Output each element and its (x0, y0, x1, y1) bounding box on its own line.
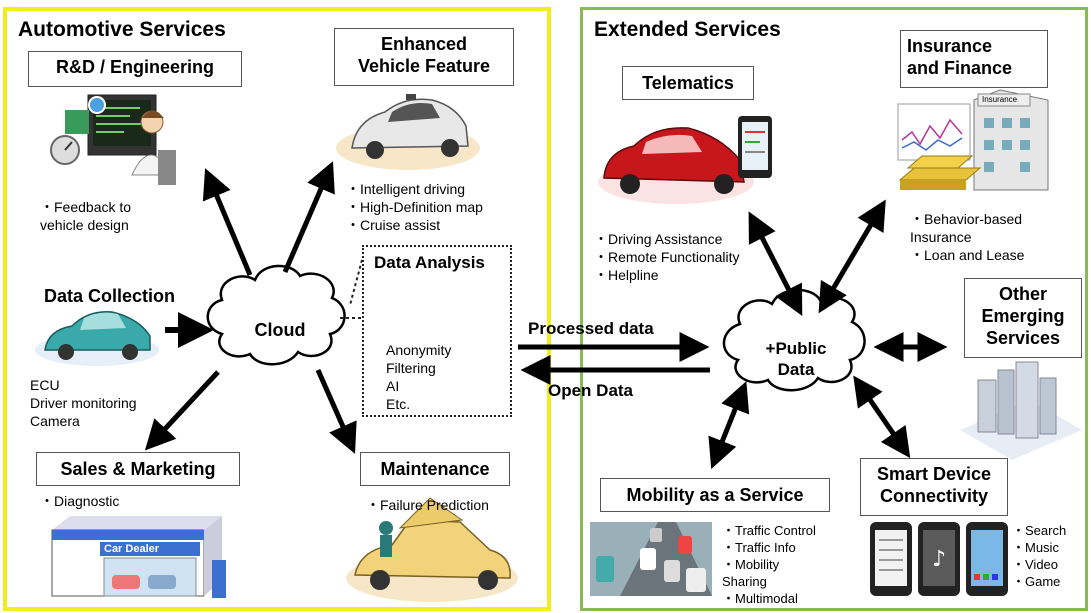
insurance-finance-box: Insurance and Finance (900, 30, 1048, 88)
mobility-bullets: ・Traffic Control ・Traffic Info ・Mobility… (722, 522, 816, 607)
extended-services-title: Extended Services (594, 18, 781, 41)
rd-bullets: ・Feedback to vehicle design (40, 198, 131, 234)
mobility-bullet-3: ・Mobility (722, 557, 780, 572)
smart-bullet-2: ・Music (1012, 540, 1059, 555)
svg-text:♪: ♪ (932, 547, 946, 572)
analysis-connector (340, 259, 363, 319)
data-analysis-title: Data Analysis (374, 253, 485, 272)
mobility-bullet-2: ・Traffic Info (722, 540, 796, 555)
insurance-bullet-1: ・Behavior-based (910, 211, 1023, 227)
car-dealer-illustration (51, 516, 226, 598)
smart-bullet-4: ・Game (1012, 574, 1061, 589)
smart-phones-illustration: ♪ (870, 522, 1008, 596)
autonomous-car-illustration (336, 94, 480, 170)
telematics-box: Telematics (622, 66, 754, 100)
processed-data-label: Processed data (528, 319, 654, 338)
cloud-shape (206, 264, 346, 366)
insurance-illustration (897, 89, 1049, 191)
rd-bullet-1: ・Feedback to (40, 199, 132, 215)
automotive-services-title: Automotive Services (18, 18, 226, 41)
collection-item-camera: Camera (30, 413, 80, 429)
public-data-cloud-label: +Public Data (765, 339, 827, 379)
data-analysis-box: Data Analysis Anonymity Filtering AI Etc… (362, 245, 512, 417)
sales-marketing-box: Sales & Marketing (36, 452, 240, 486)
cloud-label: Cloud (254, 320, 306, 340)
maintenance-box: Maintenance (360, 452, 510, 486)
maintenance-bullet-1: ・Failure Prediction (366, 497, 489, 513)
insurance-bullet-3: ・Loan and Lease (910, 247, 1025, 263)
telematics-bullet-2: ・Remote Functionality (594, 249, 740, 265)
arrow-to-enhanced (282, 161, 335, 273)
open-data-label: Open Data (548, 381, 634, 400)
mobility-bullet-5: ・Multimodal (722, 591, 798, 606)
extended-services-panel (580, 7, 1088, 611)
analysis-item-1: Anonymity (386, 342, 452, 358)
car-dealer-sign: Car Dealer (104, 543, 160, 555)
analysis-item-4: Etc. (386, 396, 411, 412)
arrow-insurance (818, 199, 886, 314)
other-emerging-services-box: Other Emerging Services (964, 278, 1082, 358)
mobility-bullet-1: ・Traffic Control (722, 523, 816, 538)
insurance-bullet-2: Insurance (910, 229, 972, 245)
analysis-item-2: Filtering (386, 360, 436, 376)
city-illustration (960, 361, 1082, 460)
data-analysis-items: Anonymity Filtering AI Etc. (386, 341, 451, 413)
traffic-illustration (590, 522, 712, 596)
data-collection-items: ECU Driver monitoring Camera (30, 376, 137, 430)
smart-bullet-1: ・Search (1012, 523, 1067, 538)
automotive-services-panel (3, 7, 551, 611)
maintenance-bullets: ・Failure Prediction (366, 496, 489, 514)
collection-item-driver: Driver monitoring (30, 395, 137, 411)
arrow-to-maintenance (315, 368, 357, 454)
rd-engineering-box: R&D / Engineering (28, 51, 242, 87)
enhanced-bullet-2: ・High-Definition map (346, 199, 483, 215)
engineer-illustration (50, 94, 176, 185)
analysis-item-3: AI (386, 378, 400, 394)
enhanced-bullets: ・Intelligent driving ・High-Definition ma… (346, 180, 483, 234)
mobility-bullet-4: Sharing (722, 574, 767, 589)
data-collection-title: Data Collection (44, 286, 176, 306)
sales-bullets: ・Diagnostic (40, 492, 119, 510)
telematics-illustration (598, 116, 772, 204)
insurance-bullets: ・Behavior-based Insurance ・Loan and Leas… (910, 210, 1024, 264)
arrow-smart (853, 375, 911, 459)
enhanced-bullet-1: ・Intelligent driving (346, 181, 466, 197)
collection-item-ecu: ECU (30, 377, 60, 393)
sales-bullet-1: ・Diagnostic (40, 493, 120, 509)
smart-bullet-3: ・Video (1012, 557, 1059, 572)
maintenance-illustration (346, 497, 518, 602)
teal-car-illustration (35, 311, 159, 366)
arrow-to-rd (202, 168, 253, 276)
enhanced-vehicle-feature-box: Enhanced Vehicle Feature (334, 28, 514, 86)
telematics-bullet-3: ・Helpline (594, 267, 659, 283)
insurance-building-sign: Insurance (982, 95, 1018, 104)
telematics-bullet-1: ・Driving Assistance (594, 231, 723, 247)
arrow-to-sales (144, 370, 220, 451)
telematics-bullets: ・Driving Assistance ・Remote Functionalit… (594, 230, 740, 284)
arrow-telematics (748, 211, 803, 317)
arrow-mobility (708, 381, 750, 469)
smart-bullets: ・Search ・Music ・Video ・Game (1012, 522, 1066, 590)
mobility-as-a-service-box: Mobility as a Service (600, 478, 830, 512)
enhanced-bullet-3: ・Cruise assist (346, 217, 441, 233)
rd-bullet-2: vehicle design (40, 217, 129, 233)
smart-device-connectivity-box: Smart Device Connectivity (860, 458, 1008, 516)
